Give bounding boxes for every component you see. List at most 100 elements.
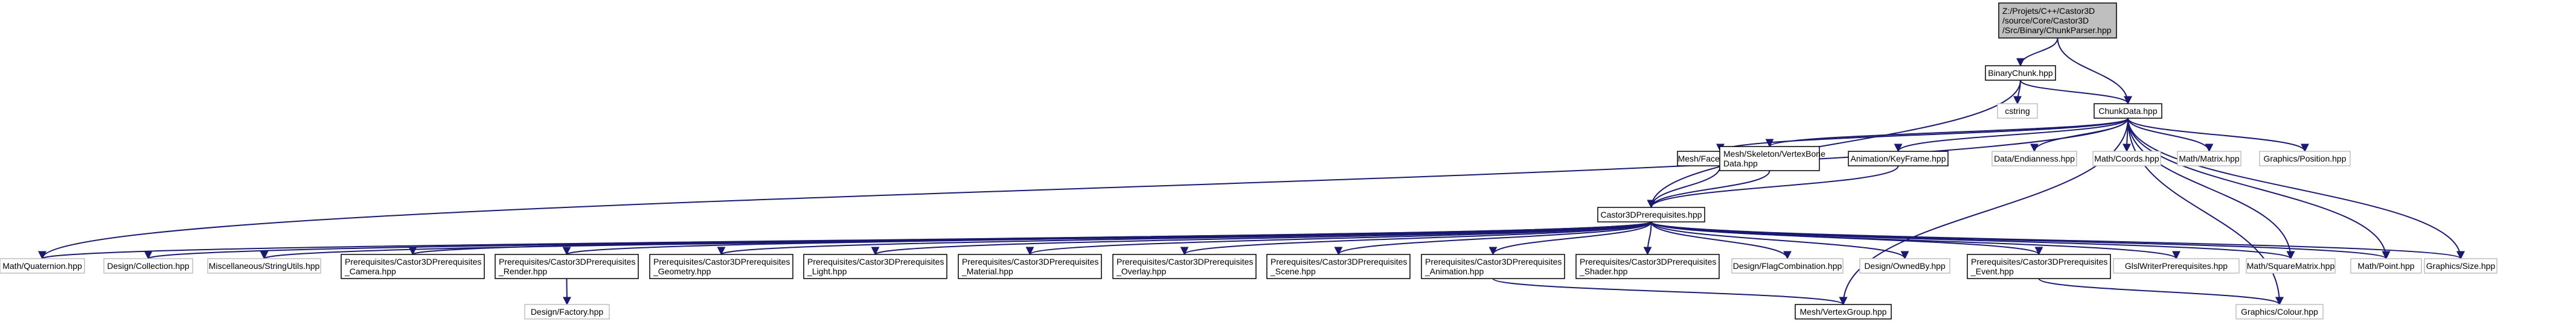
node-label-cstring-0: cstring bbox=[2005, 106, 2030, 116]
node-vertexgroup[interactable]: Mesh/VertexGroup.hpp bbox=[1795, 304, 1892, 320]
node-label-matrix-0: Math/Matrix.hpp bbox=[2179, 154, 2240, 163]
node-label-render-1: _Render.hpp bbox=[498, 266, 547, 276]
node-material[interactable]: Prerequisites/Castor3DPrerequisites_Mate… bbox=[958, 254, 1102, 279]
node-box-matrix bbox=[2177, 151, 2241, 166]
edge-root-to-binarychunk bbox=[2016, 37, 2059, 67]
edge-prereq-to-squarematrix bbox=[1650, 221, 2295, 260]
node-size: Graphics/Size.hpp bbox=[2424, 258, 2498, 274]
node-label-material-1: _Material.hpp bbox=[961, 266, 1013, 276]
node-box-scene bbox=[1266, 254, 1411, 279]
node-label-point-0: Math/Point.hpp bbox=[2357, 261, 2414, 271]
node-box-vertexbone bbox=[1719, 146, 1820, 171]
node-label-stringutils-0: Miscellaneous/StringUtils.hpp bbox=[209, 261, 320, 271]
node-cstring: cstring bbox=[1997, 103, 2038, 119]
edge-keyframe-to-prereq bbox=[1647, 165, 1899, 209]
node-flagcomb: Design/FlagCombination.hpp bbox=[1731, 258, 1844, 274]
edge-binarychunk-to-prereq bbox=[1647, 80, 2021, 209]
node-light[interactable]: Prerequisites/Castor3DPrerequisites_Ligh… bbox=[803, 254, 947, 279]
edge-vertexbone-to-prereq bbox=[1647, 170, 1770, 209]
node-ownedby: Design/OwnedBy.hpp bbox=[1859, 258, 1950, 274]
node-label-geometry-0: Prerequisites/Castor3DPrerequisites bbox=[653, 257, 790, 266]
node-label-flagcomb-0: Design/FlagCombination.hpp bbox=[1733, 261, 1842, 271]
node-box-root bbox=[1998, 2, 2117, 39]
node-label-prereq-0: Castor3DPrerequisites.hpp bbox=[1600, 210, 1702, 219]
node-box-point bbox=[2350, 258, 2422, 274]
edge-chunkdata-to-keyframe bbox=[1894, 118, 2129, 153]
node-label-vertexbone-0: Mesh/Skeleton/VertexBone bbox=[1723, 149, 1825, 159]
node-box-render bbox=[495, 254, 639, 279]
node-box-event bbox=[1967, 254, 2111, 279]
node-scene[interactable]: Prerequisites/Castor3DPrerequisites_Scen… bbox=[1266, 254, 1411, 279]
node-box-size bbox=[2424, 258, 2498, 274]
node-label-colour-0: Graphics/Colour.hpp bbox=[2241, 307, 2318, 317]
node-label-size-0: Graphics/Size.hpp bbox=[2426, 261, 2496, 271]
node-label-light-0: Prerequisites/Castor3DPrerequisites bbox=[807, 257, 944, 266]
edge-event-to-colour bbox=[2038, 278, 2284, 306]
node-animation[interactable]: Prerequisites/Castor3DPrerequisites_Anim… bbox=[1421, 254, 1565, 279]
node-label-material-0: Prerequisites/Castor3DPrerequisites bbox=[962, 257, 1098, 266]
node-label-event-0: Prerequisites/Castor3DPrerequisites bbox=[1971, 257, 2107, 266]
node-keyframe[interactable]: Animation/KeyFrame.hpp bbox=[1848, 151, 1949, 166]
node-label-chunkdata-0: ChunkData.hpp bbox=[2098, 106, 2158, 116]
node-label-endianness-0: Data/Endianness.hpp bbox=[1994, 154, 2075, 163]
edge-render-to-factory bbox=[562, 278, 571, 306]
node-overlay[interactable]: Prerequisites/Castor3DPrerequisites_Over… bbox=[1112, 254, 1257, 279]
node-box-glslwriter bbox=[2113, 258, 2240, 274]
node-event[interactable]: Prerequisites/Castor3DPrerequisites_Even… bbox=[1967, 254, 2111, 279]
node-box-coords bbox=[2092, 151, 2161, 166]
node-box-colour bbox=[2235, 304, 2324, 320]
node-box-collection bbox=[103, 258, 193, 274]
node-box-chunkdata bbox=[2094, 103, 2162, 119]
node-label-collection-0: Design/Collection.hpp bbox=[107, 261, 189, 271]
edge-prereq-to-scene bbox=[1334, 221, 1652, 256]
node-label-animation-0: Prerequisites/Castor3DPrerequisites bbox=[1425, 257, 1562, 266]
node-box-vertexgroup bbox=[1795, 304, 1892, 320]
node-point: Math/Point.hpp bbox=[2350, 258, 2422, 274]
node-box-position bbox=[2259, 151, 2351, 166]
node-chunkdata[interactable]: ChunkData.hpp bbox=[2094, 103, 2162, 119]
node-box-ownedby bbox=[1859, 258, 1950, 274]
node-stringutils: Miscellaneous/StringUtils.hpp bbox=[207, 258, 321, 274]
edge-prereq-to-glslwriter bbox=[1650, 221, 2180, 260]
node-collection: Design/Collection.hpp bbox=[103, 258, 193, 274]
node-box-animation bbox=[1421, 254, 1565, 279]
edge-prereq-to-size bbox=[1650, 221, 2465, 260]
node-matrix: Math/Matrix.hpp bbox=[2177, 151, 2241, 166]
node-coords: Math/Coords.hpp bbox=[2092, 151, 2161, 166]
node-label-vertexbone-1: Data.hpp bbox=[1723, 159, 1758, 168]
node-camera[interactable]: Prerequisites/Castor3DPrerequisites_Came… bbox=[341, 254, 485, 279]
node-label-squarematrix-0: Math/SquareMatrix.hpp bbox=[2247, 261, 2335, 271]
edge-prereq-to-animation bbox=[1488, 221, 1652, 256]
edge-prereq-to-material bbox=[1025, 221, 1652, 256]
node-label-ownedby-0: Design/OwnedBy.hpp bbox=[1864, 261, 1946, 271]
node-label-coords-0: Math/Coords.hpp bbox=[2094, 154, 2159, 163]
node-root[interactable]: Z:/Projets/C++/Castor3D/source/Core/Cast… bbox=[1998, 2, 2117, 39]
edge-chunkdata-to-faceindices bbox=[1716, 118, 2129, 153]
edge-prereq-to-light bbox=[871, 221, 1652, 256]
node-label-position-0: Graphics/Position.hpp bbox=[2264, 154, 2347, 163]
node-box-shader bbox=[1575, 254, 1720, 279]
edge-prereq-to-overlay bbox=[1180, 221, 1652, 256]
node-box-endianness bbox=[1991, 151, 2077, 166]
node-prereq[interactable]: Castor3DPrerequisites.hpp bbox=[1597, 207, 1705, 222]
node-box-binarychunk bbox=[1985, 65, 2056, 81]
edge-chunkdata-to-position bbox=[2127, 118, 2309, 153]
node-box-quaternion bbox=[0, 258, 85, 274]
node-factory: Design/Factory.hpp bbox=[524, 304, 610, 320]
node-binarychunk[interactable]: BinaryChunk.hpp bbox=[1985, 65, 2056, 81]
node-box-factory bbox=[524, 304, 610, 320]
node-box-stringutils bbox=[207, 258, 321, 274]
node-shader[interactable]: Prerequisites/Castor3DPrerequisites_Shad… bbox=[1575, 254, 1720, 279]
node-label-animation-1: _Animation.hpp bbox=[1424, 266, 1484, 276]
node-box-light bbox=[803, 254, 947, 279]
node-label-scene-1: _Scene.hpp bbox=[1270, 266, 1316, 276]
node-endianness: Data/Endianness.hpp bbox=[1991, 151, 2077, 166]
node-render[interactable]: Prerequisites/Castor3DPrerequisites_Rend… bbox=[495, 254, 639, 279]
node-squarematrix: Math/SquareMatrix.hpp bbox=[2246, 258, 2336, 274]
edge-prereq-to-geometry bbox=[717, 221, 1652, 256]
node-geometry[interactable]: Prerequisites/Castor3DPrerequisites_Geom… bbox=[649, 254, 793, 279]
edge-chunkdata-to-quaternion bbox=[38, 118, 2129, 260]
node-label-camera-1: _Camera.hpp bbox=[344, 266, 396, 276]
